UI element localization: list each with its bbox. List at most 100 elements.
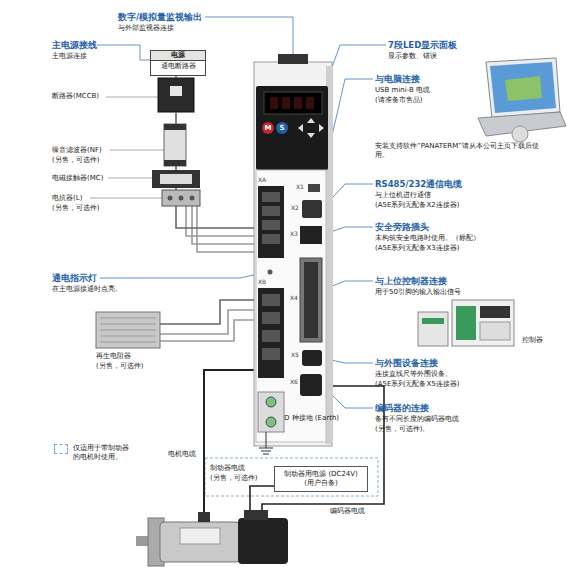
callout-heading: 通电指示灯: [52, 273, 97, 283]
laptop-drawing: [490, 62, 556, 113]
controller-drawing: [418, 312, 448, 346]
node-label: (另售，可选件): [52, 156, 99, 165]
callout-note: (A5E系列无配备X5连接器): [375, 380, 459, 389]
wire-connector: [175, 166, 177, 170]
node-label: 电源: [151, 51, 205, 61]
servo-driver-drawing: [262, 312, 280, 324]
callout-note: USB mini-B 电缆: [375, 86, 430, 95]
callout-note: 电机电缆: [168, 450, 196, 459]
contactor-drawing: [152, 170, 200, 188]
dashed-frame: [205, 458, 378, 496]
motor-drawing: [244, 510, 256, 520]
power-wire: [197, 206, 258, 252]
node-label: 断路器(MCCB): [52, 92, 99, 101]
motor-drawing: [256, 510, 268, 520]
servo-driver-drawing: [302, 350, 322, 366]
callout-heading: RS485/232通信电缆: [375, 179, 462, 189]
connector-label: S: [279, 124, 284, 132]
servo-driver-drawing: [262, 348, 280, 360]
ground-symbol: [261, 451, 271, 452]
regen-resistor: 再生电阻器(另售，可选件): [96, 312, 160, 348]
node-label: 电磁接触器(MC): [52, 174, 103, 183]
regen-resistor-drawing: [96, 312, 160, 348]
regen-resistor-drawing: [100, 318, 156, 342]
noise-filter-drawing: [164, 124, 186, 166]
callout-note: 显示参数、错误: [388, 52, 437, 61]
callout-heading: 与电脑连接: [375, 74, 420, 84]
noise-filter-drawing: [164, 124, 186, 130]
servo-driver-drawing: [302, 200, 322, 218]
node-label: 通电断路器: [151, 61, 205, 71]
node-label: 电抗器(L): [52, 194, 82, 203]
noise-filter-drawing: [164, 124, 186, 166]
connector-label: X2: [291, 204, 299, 211]
ground-symbol: [259, 432, 273, 454]
callout-note: 连接直线尺等外围设备。: [375, 370, 452, 379]
callout-note: (请准备市售品): [375, 96, 422, 105]
brake-power-box: 制动器用电源 (DC24V)(用户自备): [274, 466, 368, 492]
servo-driver-drawing: [278, 54, 308, 64]
motor-drawing: [136, 510, 288, 566]
callout-note: 备有不同长度的编码器电缆: [375, 415, 459, 424]
servo-driver-drawing: [300, 258, 322, 342]
callout-note: 主电源连接: [52, 52, 87, 61]
callout-note: 控制器: [522, 336, 543, 345]
callout-note: 安装支持软件“PANATERM”请从本公司主页下载后使用。: [375, 142, 540, 160]
laptop-drawing: [486, 58, 560, 118]
noise-filter: 噪音滤波器(NF)(另售，可选件): [164, 124, 186, 166]
noise-filter-drawing: [164, 160, 186, 166]
connector-label: XB: [258, 278, 266, 285]
controller-drawing: [480, 306, 510, 318]
servo-driver-drawing: [266, 397, 276, 407]
power-wire: [160, 206, 258, 341]
node-label: 再生电阻器: [96, 352, 131, 361]
servo-driver-drawing: [262, 122, 274, 134]
contactor-drawing: [160, 174, 192, 184]
servo-driver-drawing: [268, 270, 273, 275]
node-label: (用户自备): [275, 479, 367, 488]
callout-note: (A5E系列无配备X3连接器): [375, 244, 459, 253]
legend-text: 仅适用于带制动器的电机时使用。: [73, 444, 135, 462]
callout-heading: 编码器的连接: [375, 403, 429, 413]
callout-heading: 安全旁路插头: [375, 222, 429, 232]
breaker-drawing: [158, 78, 194, 112]
ground-symbol: [266, 432, 267, 448]
motor-drawing: [180, 528, 220, 544]
servo-driver-drawing: [276, 122, 288, 134]
wire-connector: [176, 206, 254, 228]
servo-driver-drawing: [262, 206, 280, 216]
reactor-drawing: [162, 190, 200, 206]
servo-driver-drawing: [256, 170, 326, 442]
regen-resistor-drawing: [96, 312, 160, 348]
controller-drawing: [418, 300, 514, 346]
servo-driver-drawing: [266, 417, 276, 427]
leader-line: [97, 45, 150, 60]
wire-connector: [175, 188, 177, 190]
reactor-drawing: [168, 196, 173, 201]
contactor: 电磁接触器(MC): [152, 170, 200, 188]
leader-line: [97, 17, 386, 408]
servo-driver-drawing: [258, 186, 284, 258]
servo-driver-drawing: [308, 184, 320, 192]
servo-driver-drawing: [258, 288, 284, 378]
callout-note: 与上位机进行通信: [375, 191, 431, 200]
callout-note: 用于50引脚的输入输出信号: [375, 288, 461, 297]
reactor-drawing: [190, 196, 195, 201]
power-wire: [192, 206, 258, 244]
leader-line: [110, 150, 164, 151]
connector-label: X5: [291, 351, 299, 358]
callout-note: 编码器电缆: [330, 507, 365, 516]
servo-driver-drawing: [282, 97, 290, 109]
breaker: 断路器(MCCB): [158, 78, 194, 112]
callout-note: (另售，可选件): [210, 474, 257, 483]
laptop-drawing: [505, 76, 542, 101]
servo-driver-drawing: [262, 192, 280, 202]
reactor-drawing: [162, 190, 200, 206]
callout-note: (另售，可选件)。: [375, 425, 429, 434]
leader-line: [106, 97, 158, 98]
servo-driver: MSXAXBX1X2X3X4X5X6: [254, 62, 332, 446]
callout-note: 未构筑安全电路时使用。（标配）: [375, 234, 480, 243]
leader-line: [90, 198, 162, 199]
